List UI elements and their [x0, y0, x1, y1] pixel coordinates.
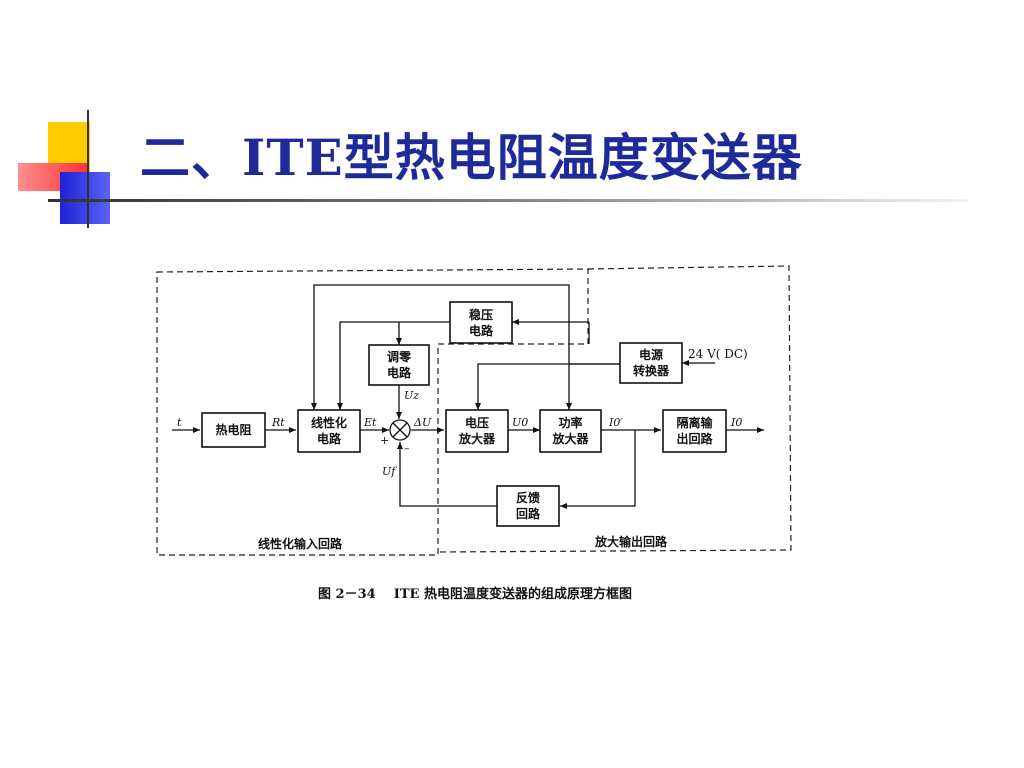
block-label: 转换器 [633, 363, 670, 378]
signal-label-uf: Uf [382, 465, 397, 478]
supply-voltage-label: 24 V( DC) [688, 347, 748, 361]
block-label: 放大器 [551, 431, 589, 446]
block-label: 电路 [469, 323, 494, 338]
signal-label-u0: U0 [512, 416, 528, 429]
block-label: 电路 [387, 365, 412, 380]
block-label: 隔离输 [676, 415, 713, 430]
block-power-converter: 电源 转换器 [619, 342, 683, 384]
figure-caption: 图 2－34 ITE 热电阻温度变送器的组成原理方框图 [318, 586, 632, 602]
decor-blue-square [60, 172, 110, 224]
block-thermal-resistor: 热电阻 [201, 412, 266, 448]
block-label: 调零 [387, 350, 412, 364]
block-label: 热电阻 [215, 422, 251, 437]
block-zero-adjust: 调零 电路 [368, 344, 430, 386]
decor-vertical-line [87, 110, 89, 228]
block-regulator: 稳压 电路 [449, 301, 513, 344]
signal-label-i0: I0 [730, 416, 742, 429]
block-label: 功率 [558, 415, 582, 430]
block-power-amplifier: 功率 放大器 [539, 409, 602, 453]
block-label: 出回路 [676, 431, 713, 446]
summing-junction [389, 419, 411, 441]
region-amp-output-loop-outline [437, 265, 792, 553]
signal-lines [172, 284, 764, 509]
block-isolation-output: 隔离输 出回路 [662, 409, 727, 453]
junction-minus-sign: – [404, 442, 410, 455]
region-label-amp-output-loop: 放大输出回路 [594, 534, 668, 549]
block-label: 电源 [639, 347, 663, 362]
signal-label-uz: Uz [404, 389, 419, 402]
block-label: 稳压 [469, 307, 493, 322]
block-label: 反馈 [516, 490, 540, 505]
block-label: 电路 [317, 431, 342, 446]
signal-label-t: t [177, 416, 182, 429]
block-voltage-amplifier: 电压 放大器 [445, 409, 509, 453]
signal-label-i0-prime: I0′ [608, 416, 623, 429]
region-label-input-loop: 线性化输入回路 [258, 536, 343, 551]
block-linearization: 线性化 电路 [297, 409, 361, 453]
block-label: 放大器 [458, 431, 496, 446]
block-feedback: 反馈 回路 [496, 485, 560, 527]
slide-title: 二、ITE型热电阻温度变送器 [140, 128, 803, 187]
block-label: 线性化 [311, 415, 347, 430]
block-label: 回路 [516, 506, 541, 521]
signal-label-rt: Rt [271, 416, 285, 429]
signal-label-et: Et [363, 416, 377, 429]
title-underline [48, 199, 968, 202]
junction-plus-sign: + [380, 434, 389, 447]
signal-label-delta-u: ΔU [413, 416, 432, 429]
block-label: 电压 [465, 415, 489, 430]
